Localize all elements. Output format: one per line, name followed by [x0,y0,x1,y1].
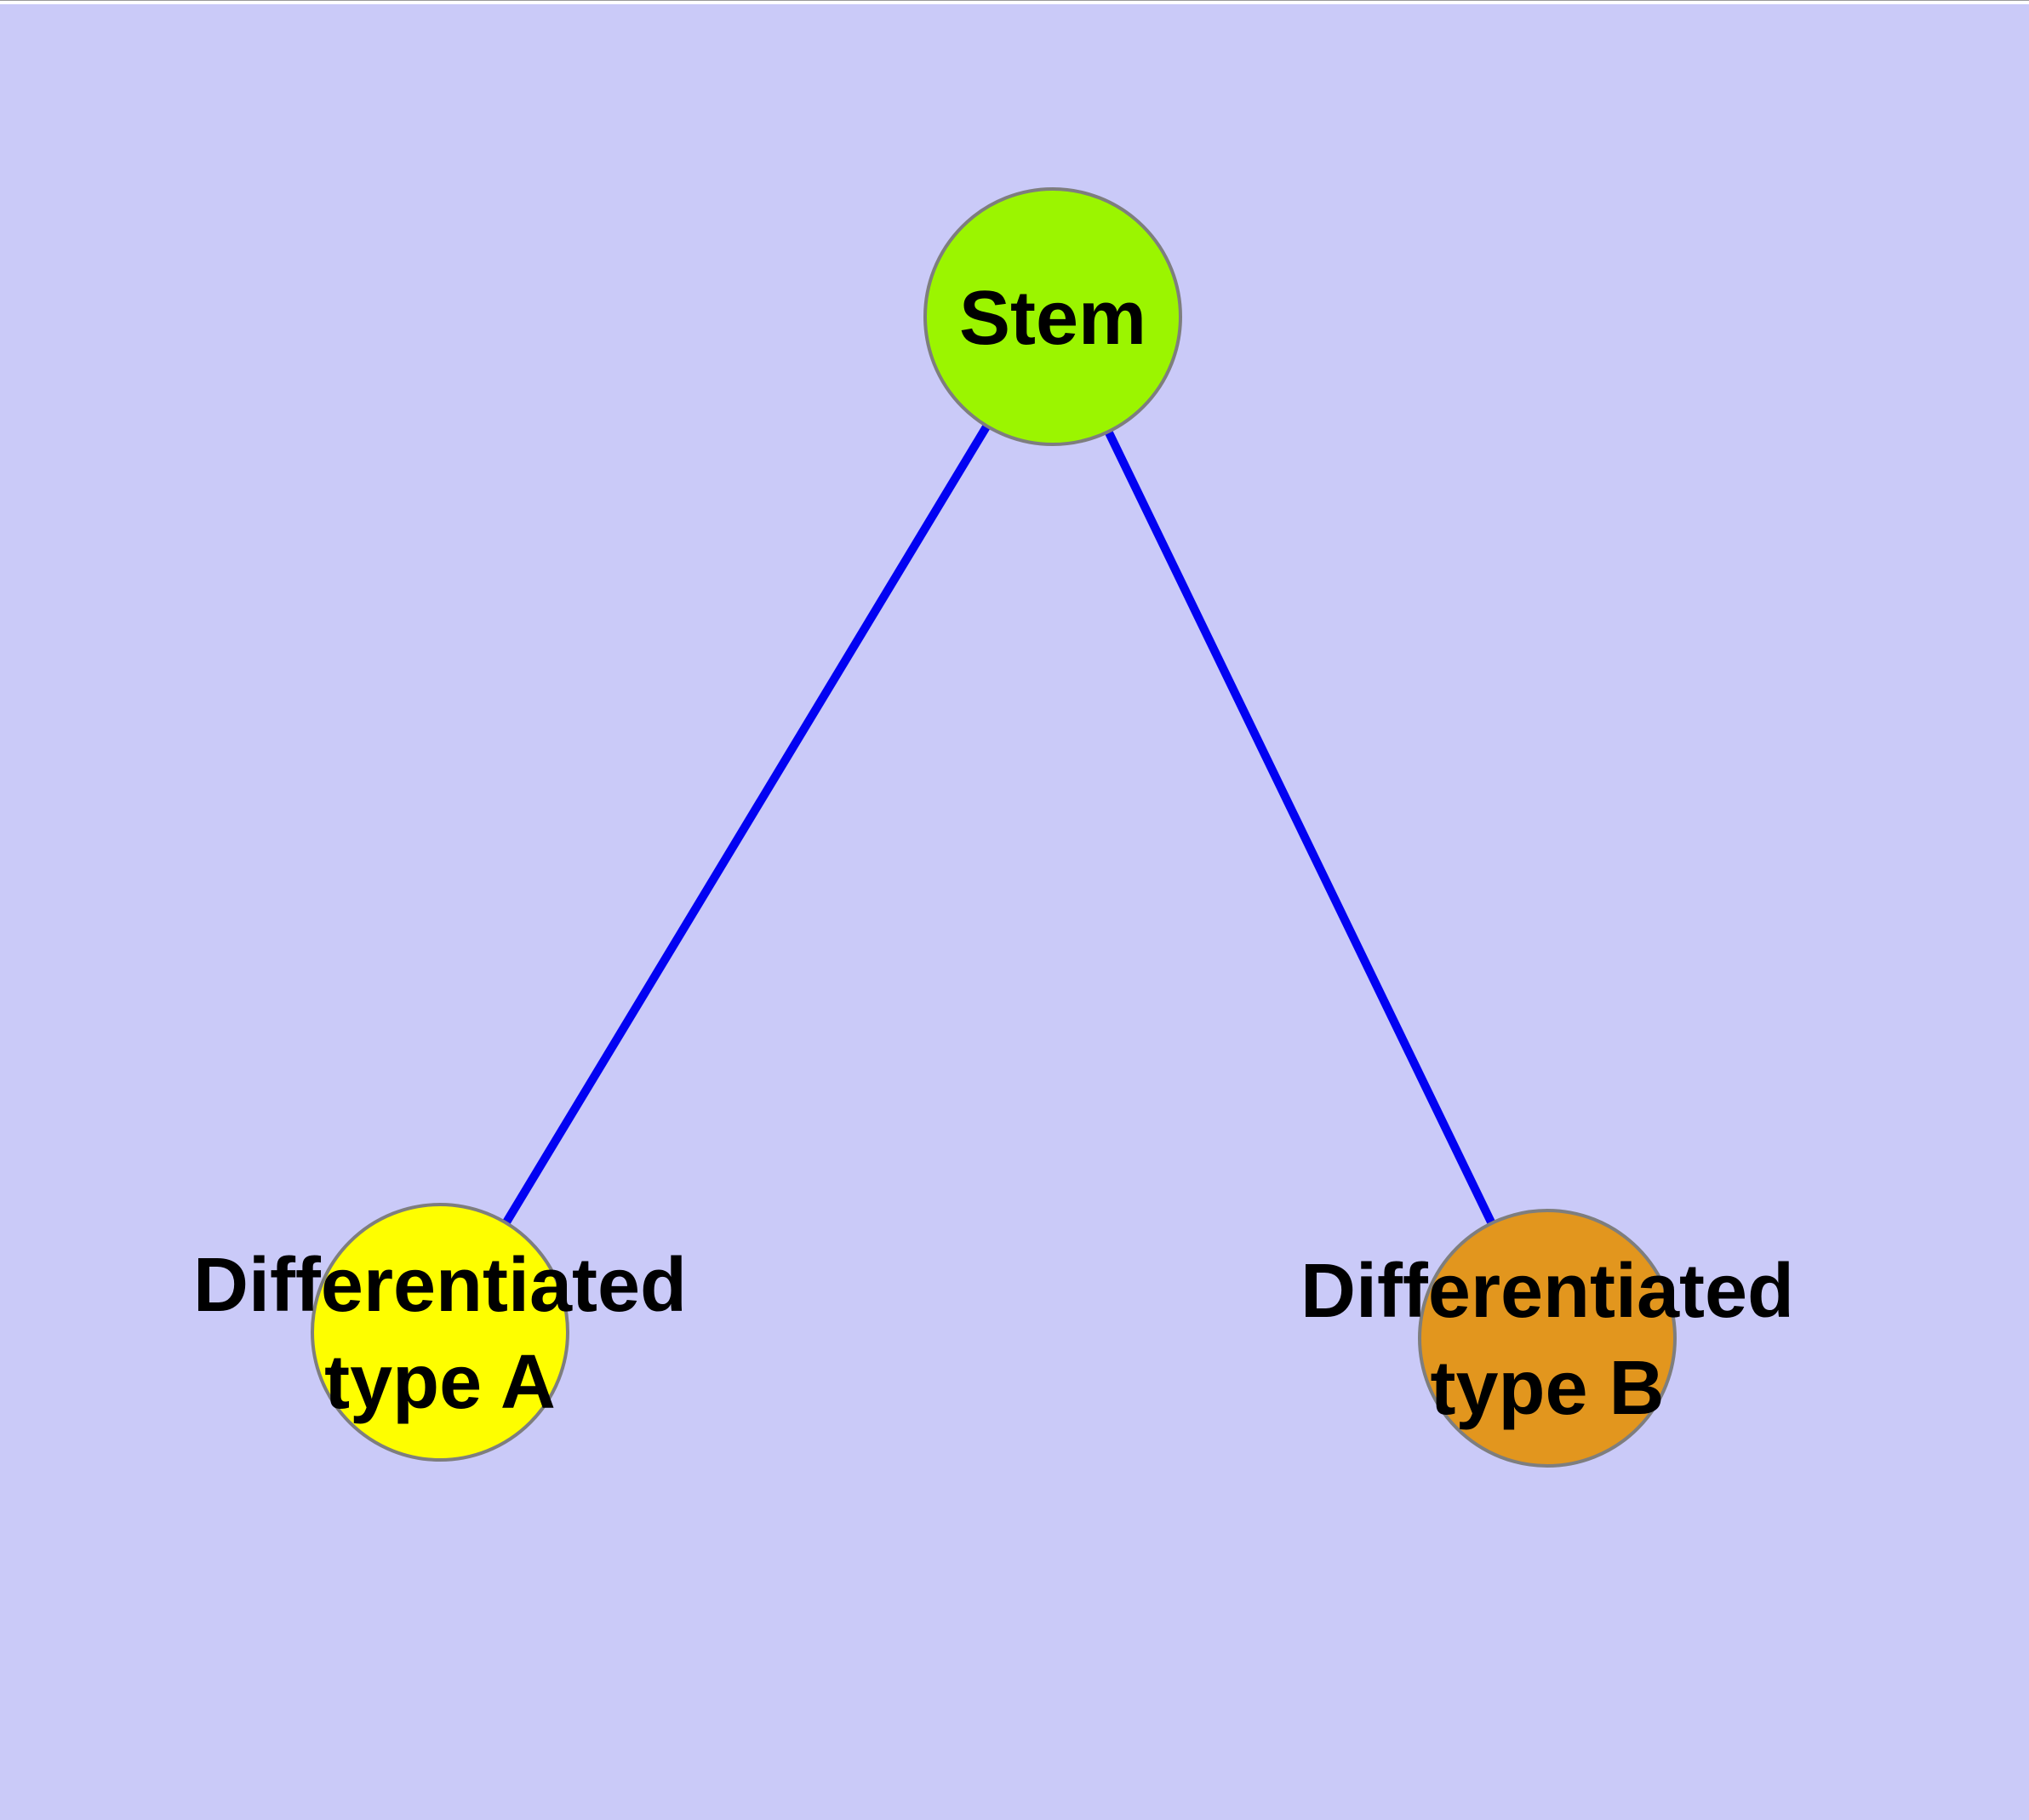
node-differentiated-type-b: Differentiated type B [1300,1209,1794,1468]
stem-circle [923,187,1182,446]
node-stem: Stem [923,187,1182,446]
stem-label-line-1: Stem [959,276,1146,361]
edge-stem-to-differentiated-type-a [436,314,1057,1335]
differentiated-type-b-label-line-2: type B [1430,1346,1664,1431]
edges-layer [436,314,1552,1341]
top-edge-strip [0,0,2029,4]
differentiated-type-a-label-line-1: Differentiated [193,1243,687,1328]
edge-stem-to-differentiated-type-b [1049,314,1552,1341]
differentiated-type-b-label-line-1: Differentiated [1300,1249,1794,1334]
stem-label: Stem [959,276,1146,361]
node-differentiated-type-a: Differentiated type A [193,1203,687,1462]
differentiated-type-a-label-line-2: type A [324,1340,556,1425]
differentiated-type-a-circle [311,1203,569,1462]
differentiated-type-b-label: Differentiated type B [1300,1249,1794,1431]
differentiated-type-b-circle [1418,1209,1677,1468]
differentiated-type-a-label: Differentiated type A [193,1243,687,1425]
